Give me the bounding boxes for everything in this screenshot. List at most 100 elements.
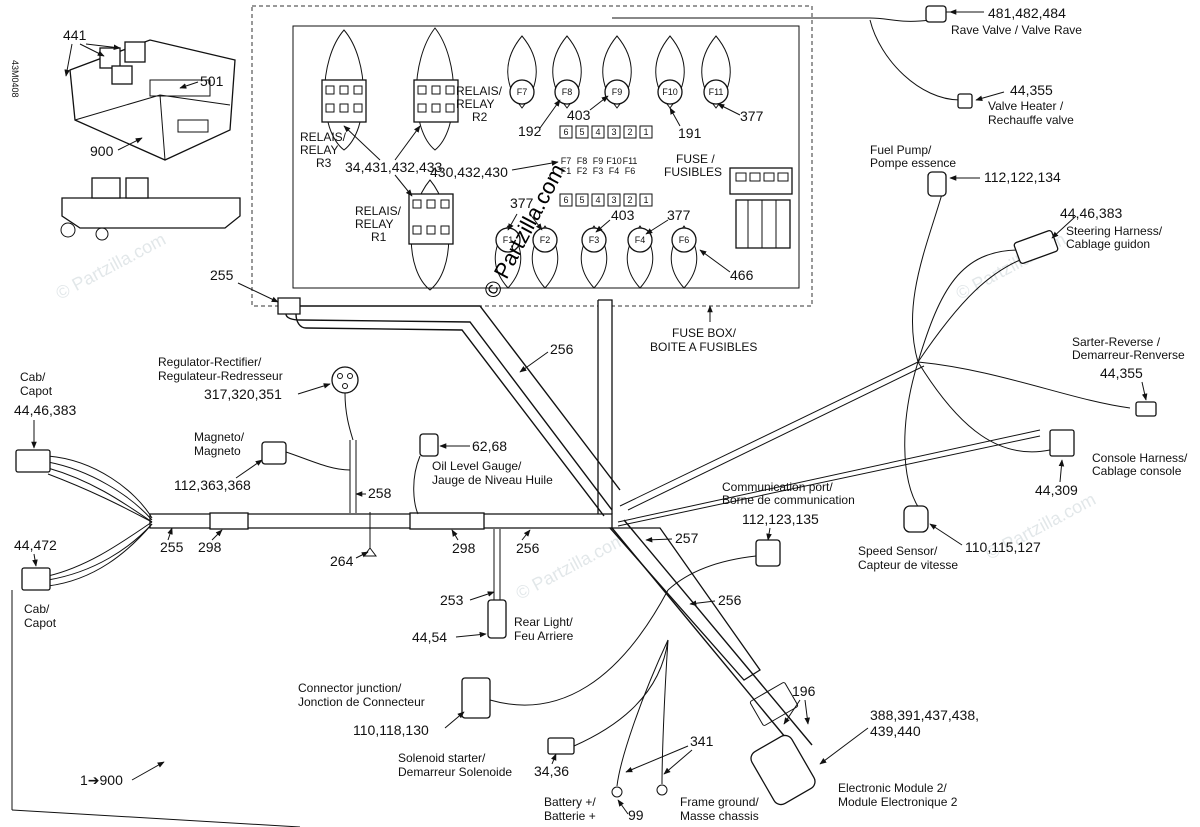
- ref-341: 341: [690, 733, 714, 749]
- ref-256a: 256: [550, 341, 574, 357]
- svg-text:112,363,368: 112,363,368: [174, 477, 251, 493]
- svg-text:R1: R1: [371, 230, 387, 244]
- svg-text:3: 3: [611, 195, 616, 205]
- callout-solenoid: Solenoid starter/ Demarreur Solenoide 34…: [398, 751, 569, 779]
- battery-terminal: [611, 639, 669, 798]
- right-fan: [619, 179, 1131, 511]
- svg-text:F4: F4: [635, 235, 646, 245]
- fuse-slot: 6: [559, 193, 573, 207]
- ref-264: 264: [330, 553, 354, 569]
- fuse-slot: 1: [639, 193, 653, 207]
- fuse-slot-label: F10: [606, 156, 622, 166]
- fuse-f4: F4: [626, 225, 654, 289]
- svg-text:44,309: 44,309: [1035, 482, 1078, 498]
- svg-text:F10: F10: [662, 87, 678, 97]
- ref-99: 99: [628, 807, 644, 823]
- speed-sensor-connector: [903, 505, 929, 533]
- fuse-f2: F2: [531, 225, 559, 289]
- fuse-box-caption-en: FUSE BOX/: [672, 326, 737, 340]
- callout-speed-sensor: 110,115,127 Speed Sensor/ Capteur de vit…: [858, 523, 1041, 572]
- regulator-connector: [331, 366, 359, 441]
- svg-text:Magneto/: Magneto/: [194, 430, 245, 444]
- svg-text:Steering Harness/: Steering Harness/: [1066, 224, 1163, 238]
- svg-text:R3: R3: [316, 156, 332, 170]
- cab-bottom-connector: [21, 567, 51, 591]
- rear-light-connector: [487, 599, 507, 639]
- callout-magneto: Magneto/ Magneto 112,363,368: [174, 430, 263, 493]
- fuse-slot-label: F6: [625, 166, 636, 176]
- ref-192: 192: [518, 123, 542, 139]
- doc-id: 43M0408: [10, 60, 20, 98]
- ref-1-900: 1➔900: [80, 772, 123, 788]
- fuse-slot-label: F9: [593, 156, 604, 166]
- callout-console: Console Harness/ Cablage console 44,309: [1035, 451, 1188, 498]
- svg-text:4: 4: [595, 195, 600, 205]
- svg-text:Jauge de Niveau Huile: Jauge de Niveau Huile: [432, 473, 553, 487]
- callout-rear-light: Rear Light/ Feu Arriere 44,54: [412, 615, 574, 645]
- main-watermark: © Partzilla.com: [478, 160, 570, 303]
- svg-text:F7: F7: [517, 87, 528, 97]
- fuse-block-900: [69, 39, 236, 161]
- svg-text:Capteur de vitesse: Capteur de vitesse: [858, 558, 958, 572]
- svg-text:Demarreur-Renverse: Demarreur-Renverse: [1072, 348, 1185, 362]
- callout-cab-top: Cab/ Capot 44,46,383: [14, 370, 76, 449]
- svg-text:F2: F2: [540, 235, 551, 245]
- ref-403a: 403: [567, 107, 591, 123]
- fuse-f9: F9: [602, 35, 632, 109]
- fuel-pump-connector: [927, 171, 947, 197]
- svg-text:RELAY: RELAY: [300, 143, 338, 157]
- callout-conn-junction: Connector junction/ Jonction de Connecte…: [298, 681, 465, 738]
- svg-text:Speed Sensor/: Speed Sensor/: [858, 544, 938, 558]
- callout-frame-ground: Frame ground/ Masse chassis: [680, 795, 759, 823]
- fuse-slot-label: F8: [577, 156, 588, 166]
- svg-text:Rechauffe valve: Rechauffe valve: [988, 113, 1074, 127]
- svg-text:112,122,134: 112,122,134: [984, 169, 1061, 185]
- relay-r2-label: RELAIS/ RELAY R2: [456, 84, 503, 124]
- svg-text:439,440: 439,440: [870, 723, 921, 739]
- rave-valve-connector: [925, 5, 954, 23]
- cab-top-connector: [15, 449, 51, 473]
- valve-heater-connector: [957, 93, 973, 109]
- svg-text:110,118,130: 110,118,130: [353, 722, 429, 738]
- svg-text:Borne de communication: Borne de communication: [722, 493, 855, 507]
- svg-text:Fuel Pump/: Fuel Pump/: [870, 143, 932, 157]
- ref-191: 191: [678, 125, 702, 141]
- fuse-f7: F7: [507, 35, 537, 109]
- ref-256c: 256: [718, 592, 742, 608]
- fuse-f6: F6: [670, 225, 698, 289]
- svg-text:Capot: Capot: [24, 616, 57, 630]
- relay-r3-label: RELAIS/ RELAY R3: [300, 130, 347, 170]
- harness-trunk: [149, 297, 1041, 756]
- callout-ecm: 388,391,437,438, 439,440 Electronic Modu…: [819, 707, 979, 809]
- svg-text:Cab/: Cab/: [20, 370, 46, 384]
- fuse-label-fr: FUSIBLES: [664, 165, 722, 179]
- svg-text:Demarreur Solenoide: Demarreur Solenoide: [398, 765, 512, 779]
- fuse-f3: F3: [580, 225, 608, 289]
- console-connector: [1049, 429, 1075, 457]
- svg-text:RELAIS/: RELAIS/: [456, 84, 503, 98]
- svg-text:Cablage guidon: Cablage guidon: [1066, 237, 1150, 251]
- svg-text:Capot: Capot: [20, 384, 53, 398]
- svg-text:Magneto: Magneto: [194, 444, 241, 458]
- svg-text:44,46,383: 44,46,383: [1060, 205, 1122, 221]
- fuse-label-en: FUSE /: [676, 152, 715, 166]
- svg-text:RELAIS/: RELAIS/: [355, 204, 402, 218]
- fuse-f8: F8: [552, 35, 582, 109]
- svg-text:6: 6: [563, 127, 568, 137]
- svg-text:Electronic Module 2/: Electronic Module 2/: [838, 781, 947, 795]
- svg-text:R2: R2: [472, 110, 488, 124]
- svg-text:Jonction de Connecteur: Jonction de Connecteur: [298, 695, 425, 709]
- svg-text:F3: F3: [589, 235, 600, 245]
- fuse-slot-label: F2: [577, 166, 588, 176]
- svg-text:Rave Valve / Valve Rave: Rave Valve / Valve Rave: [951, 23, 1082, 37]
- svg-text:1: 1: [643, 127, 648, 137]
- svg-text:110,115,127: 110,115,127: [965, 539, 1041, 555]
- fuse-slot: 1: [639, 125, 653, 139]
- svg-text:4: 4: [595, 127, 600, 137]
- svg-text:388,391,437,438,: 388,391,437,438,: [870, 707, 979, 723]
- starter-reverse-connector: [1135, 401, 1157, 417]
- fuse-slot: 5: [575, 193, 589, 207]
